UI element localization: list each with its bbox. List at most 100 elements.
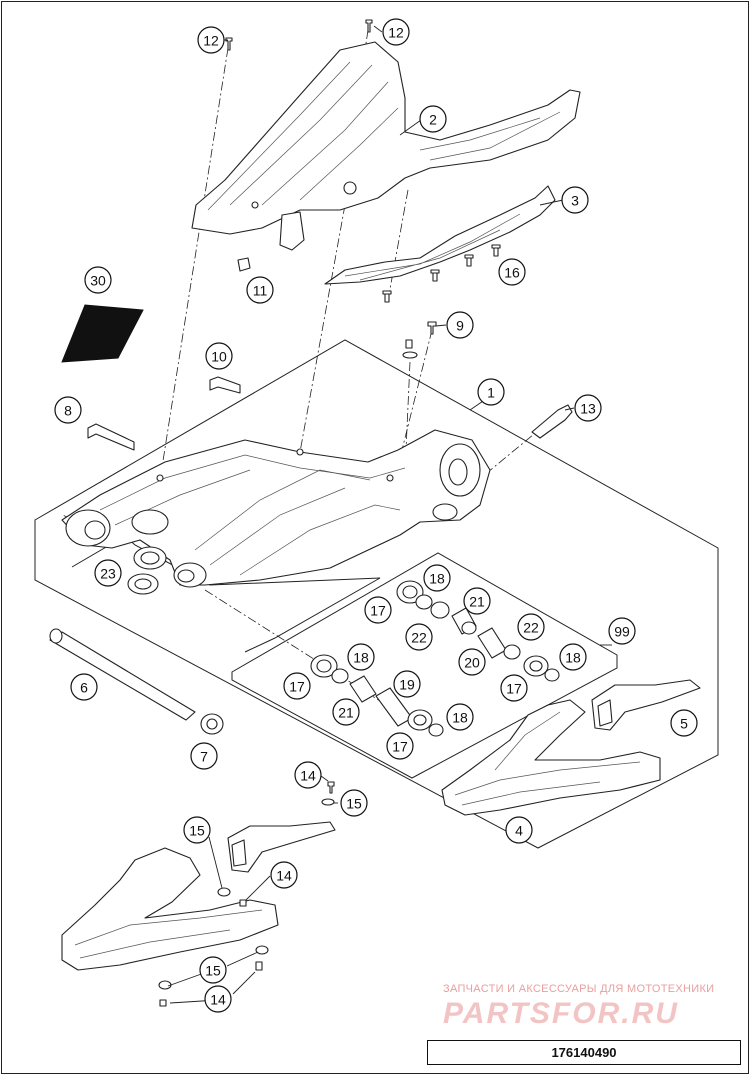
screw-washer-9 [402, 321, 437, 359]
chain-slider-detail [61, 847, 279, 971]
assembly-line-12-left [159, 47, 229, 481]
callout-number: 11 [253, 283, 268, 299]
callout-number: 22 [411, 630, 427, 646]
callout-19-c19: 19 [393, 670, 421, 698]
callout-circle [559, 643, 587, 671]
callout-14-c14a: 14 [294, 761, 322, 789]
callout-5-c5: 5 [670, 709, 698, 737]
callout-15-c15a: 15 [340, 789, 368, 817]
callout-circle [364, 596, 392, 624]
callout-number: 99 [614, 624, 630, 640]
callout-22-c22a: 22 [405, 623, 433, 651]
callout-number: 4 [515, 823, 523, 839]
callout-circle [283, 672, 311, 700]
callout-circle [332, 698, 360, 726]
callout-2-c2: 2 [419, 105, 447, 133]
protection-film-30 [61, 304, 144, 363]
callout-circle [54, 396, 82, 424]
callout-circle [419, 105, 447, 133]
pin-8 [87, 423, 135, 451]
callout-circle [574, 394, 602, 422]
callout-circle [205, 342, 233, 370]
clip-nut-11 [237, 257, 251, 272]
callout-number: 17 [392, 739, 408, 755]
callout-17-c17b: 17 [283, 672, 311, 700]
document-number: 176140490 [551, 1045, 617, 1060]
callout-12-c12a: 12 [197, 26, 225, 54]
callout-18-c18c: 18 [446, 703, 474, 731]
callout-12-c12b: 12 [382, 18, 410, 46]
callout-18-c18a: 18 [423, 564, 451, 592]
callout-18-c18b: 18 [347, 643, 375, 671]
assembly-outline-bearing-kit [231, 552, 618, 779]
callout-number: 20 [464, 655, 480, 671]
callout-number: 14 [276, 868, 292, 884]
callout-circle [190, 742, 218, 770]
callout-number: 15 [346, 796, 362, 812]
fasteners-14-15-detail [158, 781, 335, 1007]
assembly-line-fender-1 [299, 204, 346, 453]
callout-circle [246, 276, 274, 304]
callout-18-c18d: 18 [559, 643, 587, 671]
callout-number: 18 [429, 571, 445, 587]
callout-number: 5 [680, 716, 688, 732]
callout-number: 2 [429, 112, 437, 128]
callout-1-c1: 1 [477, 378, 505, 406]
callout-circle [84, 266, 112, 294]
callout-circle [199, 956, 227, 984]
callout-23-c23: 23 [94, 559, 122, 587]
callout-number: 6 [80, 680, 88, 696]
callout-7-c7: 7 [190, 742, 218, 770]
callout-22-c22b: 22 [517, 613, 545, 641]
callout-number: 18 [565, 650, 581, 666]
callout-number: 3 [571, 193, 579, 209]
callout-circle [505, 816, 533, 844]
callout-circle [446, 703, 474, 731]
callout-number: 18 [353, 650, 369, 666]
callout-8-c8: 8 [54, 396, 82, 424]
callout-circle [294, 761, 322, 789]
watermark-tagline: ЗАПЧАСТИ И АКСЕССУАРЫ ДЛЯ МОТОТЕХНИКИ [443, 983, 715, 995]
callout-circle [270, 861, 298, 889]
callout-circle [347, 643, 375, 671]
callout-circle [423, 564, 451, 592]
callout-number: 8 [64, 403, 72, 419]
bolt-13 [531, 404, 573, 439]
callout-20-c20: 20 [458, 648, 486, 676]
callout-circle [386, 732, 414, 760]
callout-circle [340, 789, 368, 817]
callout-circle [405, 623, 433, 651]
bearing-parts [310, 580, 560, 737]
callout-number: 17 [370, 603, 386, 619]
watermark-logo: PARTSFOR.RU [443, 997, 679, 1030]
callout-circle [382, 18, 410, 46]
callout-9-c9: 9 [446, 311, 474, 339]
chain-slider-4 [441, 699, 661, 816]
bolt-10 [209, 376, 241, 394]
callout-number: 15 [189, 823, 205, 839]
axle-nut-7 [200, 713, 224, 735]
callout-16-c16: 16 [498, 258, 526, 286]
callout-circle [670, 709, 698, 737]
callout-number: 10 [211, 349, 227, 365]
rear-fender-hugger [191, 41, 581, 251]
chain-guide-bracket-detail [227, 821, 336, 873]
screw-12-right [365, 19, 373, 33]
callout-number: 13 [580, 401, 596, 417]
assembly-outline-swingarm [34, 339, 719, 849]
callout-number: 30 [90, 273, 106, 289]
seals-23 [127, 546, 167, 595]
callout-circle [94, 559, 122, 587]
callout-6-c6: 6 [70, 673, 98, 701]
callout-14-c14b: 14 [270, 861, 298, 889]
callout-number: 15 [205, 963, 221, 979]
callout-4-c4: 4 [505, 816, 533, 844]
callout-13-c13: 13 [574, 394, 602, 422]
callout-number: 21 [338, 705, 354, 721]
document-number-box: 176140490 [427, 1040, 741, 1065]
callout-17-c17c: 17 [386, 732, 414, 760]
assembly-line-pivot [204, 589, 411, 721]
